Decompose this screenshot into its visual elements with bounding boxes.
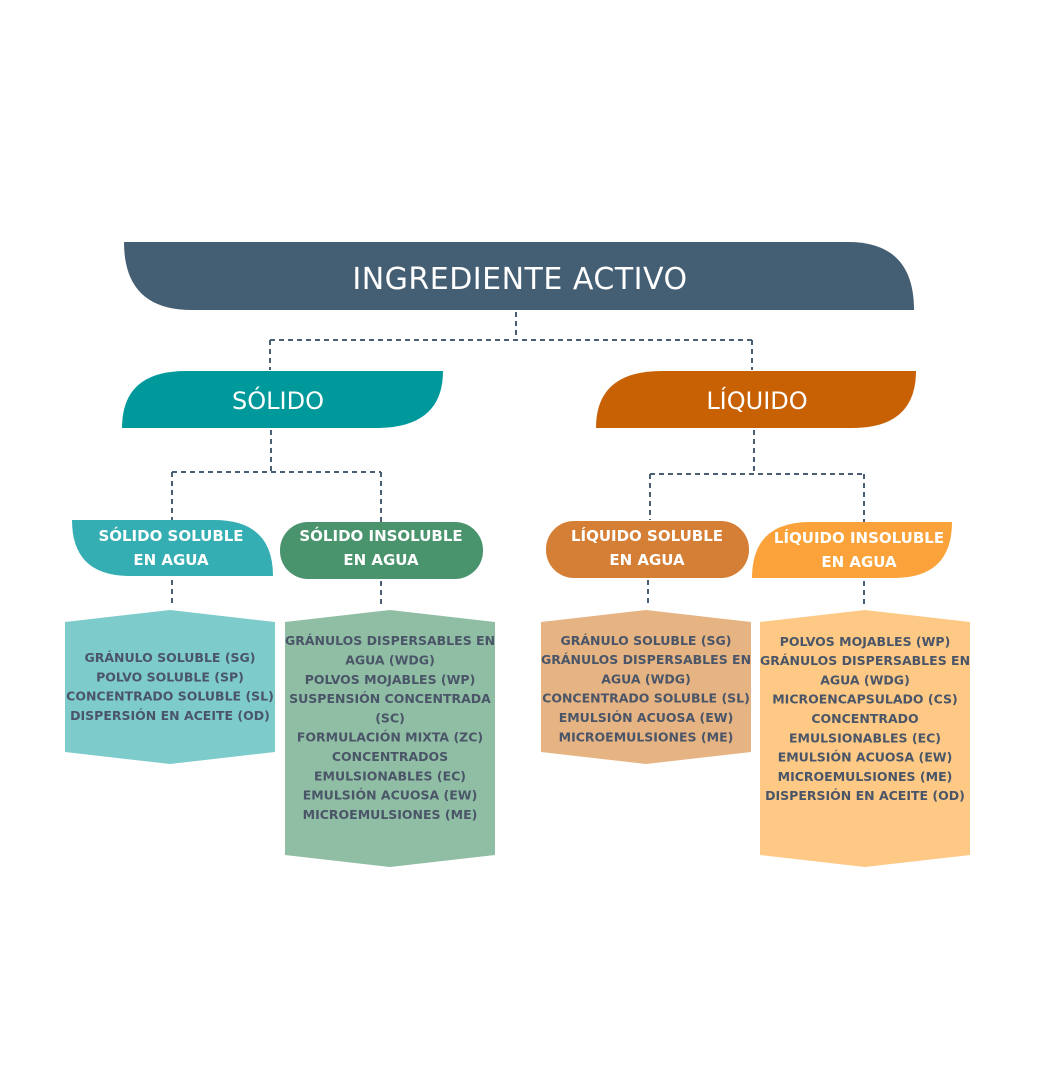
solid-soluble-items: GRÁNULO SOLUBLE (SG) POLVO SOLUBLE (SP) CO… <box>66 650 274 723</box>
liquid-label: LÍQUIDO <box>706 386 807 415</box>
solid-insoluble-label-line2: EN AGUA <box>343 551 419 569</box>
box-item-line: GRÁNULOS DISPERSABLES EN <box>285 633 495 648</box>
node-solid: SÓLIDO <box>122 371 443 428</box>
box-item-line: MICROEMULSIONES (ME) <box>303 807 478 822</box>
connector-boxes <box>171 580 865 606</box>
box-item-line: CONCENTRADO SOLUBLE (SL) <box>66 689 274 704</box>
box-item-line: POLVOS MOJABLES (WP) <box>305 672 476 687</box>
box-item-line: AGUA (WDG) <box>820 672 910 687</box>
solid-soluble-shape <box>72 520 273 576</box>
box-liquid-insoluble: POLVOS MOJABLES (WP) GRÁNULOS DISPERSABLE… <box>760 610 970 867</box>
node-solid-soluble: SÓLIDO SOLUBLE EN AGUA <box>72 520 273 576</box>
liquid-soluble-items: GRÁNULO SOLUBLE (SG) GRÁNULOS DISPERSABLE… <box>541 633 751 745</box>
liquid-shape <box>596 371 916 428</box>
box-item-line: CONCENTRADO <box>811 711 918 726</box>
liquid-soluble-label-line1: LÍQUIDO SOLUBLE <box>571 526 723 545</box>
box-item-line: GRÁNULOS DISPERSABLES EN <box>760 653 970 668</box>
box-item-line: MICROEMULSIONES (ME) <box>559 729 734 744</box>
box-item-line: GRÁNULOS DISPERSABLES EN <box>541 652 751 667</box>
box-item-line: EMULSIÓN ACUOSA (EW) <box>559 710 734 725</box>
box-item-line: FORMULACIÓN MIXTA (ZC) <box>297 730 483 745</box>
box-item-line: DISPERSIÓN EN ACEITE (OD) <box>765 788 965 803</box>
box-item-line: MICROEMULSIONES (ME) <box>778 769 953 784</box>
liquid-soluble-box <box>541 610 751 764</box>
liquid-insoluble-items: POLVOS MOJABLES (WP) GRÁNULOS DISPERSABLE… <box>760 634 970 803</box>
solid-shape <box>122 371 443 428</box>
node-liquid-soluble: LÍQUIDO SOLUBLE EN AGUA <box>546 521 749 578</box>
box-item-line: EMULSIONABLES (EC) <box>789 730 941 745</box>
box-solid-soluble: GRÁNULO SOLUBLE (SG) POLVO SOLUBLE (SP) CO… <box>65 610 275 764</box>
box-item-line: AGUA (WDG) <box>345 652 435 667</box>
connectors <box>171 312 865 606</box>
liquid-soluble-label-line2: EN AGUA <box>609 551 685 569</box>
liquid-insoluble-shape <box>752 522 952 578</box>
connector-liquid <box>649 430 865 522</box>
box-liquid-soluble: GRÁNULO SOLUBLE (SG) GRÁNULOS DISPERSABLE… <box>541 610 751 764</box>
root-label: INGREDIENTE ACTIVO <box>352 262 687 297</box>
liquid-soluble-shape <box>546 521 749 578</box>
box-item-line: GRÁNULO SOLUBLE (SG) <box>84 650 255 665</box>
box-item-line: MICROENCAPSULADO (CS) <box>772 692 958 707</box>
box-item-line: AGUA (WDG) <box>601 671 691 686</box>
node-liquid: LÍQUIDO <box>596 371 916 428</box>
node-liquid-insoluble: LÍQUIDO INSOLUBLE EN AGUA <box>752 522 952 578</box>
box-item-line: EMULSIONABLES (EC) <box>314 768 466 783</box>
connector-solid <box>171 430 382 522</box>
solid-insoluble-label-line1: SÓLIDO INSOLUBLE <box>299 526 462 545</box>
node-solid-insoluble: SÓLIDO INSOLUBLE EN AGUA <box>280 522 483 579</box>
solid-insoluble-items: GRÁNULOS DISPERSABLES EN AGUA (WDG) POLVOS… <box>285 633 495 822</box>
box-item-line: DISPERSIÓN EN ACEITE (OD) <box>70 708 270 723</box>
box-solid-insoluble: GRÁNULOS DISPERSABLES EN AGUA (WDG) POLVOS… <box>285 610 495 867</box>
solid-soluble-box <box>65 610 275 764</box>
solid-soluble-label-line1: SÓLIDO SOLUBLE <box>98 526 243 545</box>
solid-label: SÓLIDO <box>232 385 324 415</box>
solid-insoluble-shape <box>280 522 483 579</box>
box-item-line: POLVOS MOJABLES (WP) <box>780 634 951 649</box>
box-item-line: (SC) <box>375 710 405 725</box>
liquid-insoluble-label-line1: LÍQUIDO INSOLUBLE <box>774 528 944 547</box>
root-shape <box>124 242 914 310</box>
box-item-line: SUSPENSIÓN CONCENTRADA <box>289 691 491 706</box>
box-item-line: POLVO SOLUBLE (SP) <box>96 669 244 684</box>
box-item-line: EMULSIÓN ACUOSA (EW) <box>778 750 953 765</box>
box-item-line: CONCENTRADO SOLUBLE (SL) <box>542 691 750 706</box>
box-item-line: CONCENTRADOS <box>332 749 448 764</box>
solid-soluble-label-line2: EN AGUA <box>133 551 209 569</box>
box-item-line: GRÁNULO SOLUBLE (SG) <box>560 633 731 648</box>
box-item-line: EMULSIÓN ACUOSA (EW) <box>303 788 478 803</box>
connector-root <box>269 312 753 370</box>
liquid-insoluble-label-line2: EN AGUA <box>821 553 897 571</box>
solid-insoluble-box <box>285 610 495 867</box>
root-node: INGREDIENTE ACTIVO <box>124 242 914 310</box>
liquid-insoluble-box <box>760 610 970 867</box>
